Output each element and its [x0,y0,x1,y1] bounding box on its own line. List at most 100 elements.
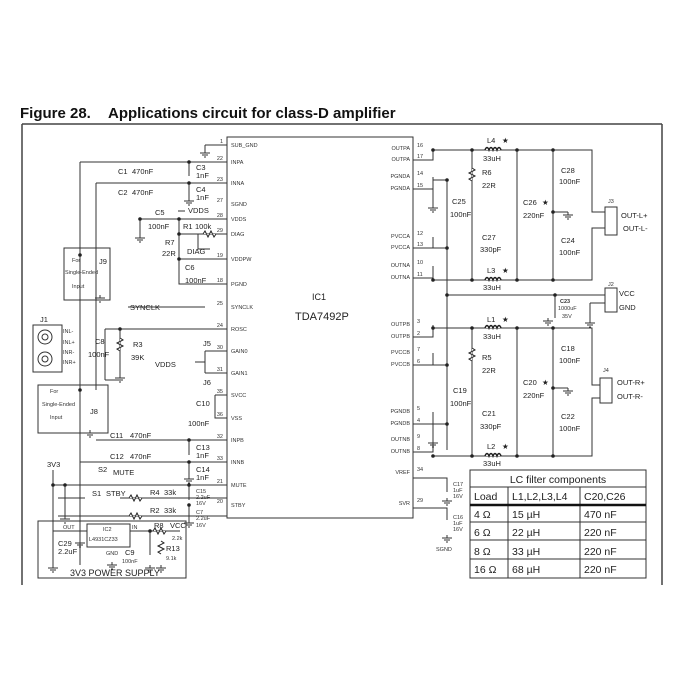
ic1-right-pin-name: OUTNA [391,263,411,269]
value-c18: 100nF [559,356,581,365]
ic1-left-pin-name: VSS [231,416,242,422]
rating-c16: 16V [453,527,463,533]
ic1-left-pin-name: GAIN1 [231,371,248,377]
ic1-left-pin-number: 20 [217,499,223,505]
label-c17: C17 [453,482,463,488]
label-l4: L4 [487,136,495,145]
label-c2: C2 [118,188,128,197]
label-gnd-ic2: GND [106,551,118,557]
ic1-left-pin-name: MUTE [231,483,247,489]
label-c24: C24 [561,236,575,245]
value-c3: 1nF [196,171,209,180]
ic1-right-pin-number: 34 [417,467,423,473]
value-c9: 100nF [122,559,138,565]
ground-icon [428,205,438,213]
label-s1[interactable]: S1 [92,489,101,498]
ic1-left-pin-name: SUB_GND [231,143,258,149]
ground-icon [115,375,125,383]
ground-icon [428,440,438,448]
ic1-right-pin-number: 29 [417,498,423,504]
ic1-right-pin-number: 17 [417,154,423,160]
ic1-right-pin-number: 12 [417,231,423,237]
ground-icon [135,235,145,243]
figure-title: Applications circuit for class-D amplifi… [108,105,396,122]
lc-table-cell: 22 µH [512,527,540,539]
input-jack-j1[interactable] [32,324,63,373]
ic1-left-pin-number: 18 [217,278,223,284]
lc-table-cell: 220 nF [584,527,617,539]
label-c5: C5 [155,208,165,217]
label-synclk: SYNCLK [130,303,160,312]
label-j5: J5 [203,339,211,348]
label-vdds: VDDS [188,206,209,215]
ic1-left-pin-number: 19 [217,253,223,259]
value-c11: 470nF [130,431,152,440]
ic1-left-pin-name: GAIN0 [231,349,248,355]
label-out-r-plus: OUT-R+ [617,378,645,387]
ic1-left-pin-name: SYNCLK [231,305,253,311]
lc-table-title: LC filter components [510,474,606,486]
ground-icon [184,520,194,528]
ic1-left-pin-name: STBY [231,503,246,509]
ground-symbols [48,146,595,573]
ic1-left-pin-number: 27 [217,198,223,204]
value-c10: 100nF [188,419,210,428]
value-c4: 1nF [196,193,209,202]
value-c17: 1uF [453,488,463,494]
value-r6: 22R [482,181,496,190]
label-c28: C28 [561,166,575,175]
value-r3: 39K [131,353,144,362]
lc-table-cell: 16 Ω [474,564,497,576]
lc-table-cell: 8 Ω [474,546,491,558]
label-r2: R2 [150,506,160,515]
label-c14: C14 [196,465,210,474]
resistor-icon [128,511,143,521]
connector-j2[interactable] [604,287,618,313]
ic1-left-pin-number: 36 [217,412,223,418]
label-r4: R4 [150,488,160,497]
lc-table-cell: 6 Ω [474,527,491,539]
ic1-right-pin-name: OUTPA [391,146,410,152]
star-l3: ★ [502,266,509,275]
label-vcc: VCC [619,289,635,298]
se-b-for: For [50,389,58,395]
single-ended-box-a [63,247,111,301]
value-c25: 100nF [450,210,472,219]
value-c7: 2.2uF [196,516,211,522]
rating-c7: 16V [196,523,206,529]
rating-c17: 16V [453,494,463,500]
label-l2: L2 [487,442,495,451]
connector-j3[interactable] [604,206,618,236]
label-out: OUT [63,525,75,531]
se-a-single: Single-Ended [65,270,98,276]
ic1-right-pin-number: 3 [417,319,420,325]
star-c26: ★ [542,198,549,207]
label-stby: STBY [106,489,126,498]
label-r6: R6 [482,168,492,177]
value-r7: 22R [162,249,176,258]
ic1-right-pin-number: 4 [417,418,420,424]
ic1-right-pin-name: SVR [399,501,410,507]
right-wiring [413,148,605,520]
single-ended-box-b [37,384,109,434]
ic1-left-pin-number: 23 [217,177,223,183]
ic1-right-pin-name: PGNDB [390,421,410,427]
ic1-left-pin-name: INPA [231,160,244,166]
label-c20: C20 [523,378,537,387]
label-mute: MUTE [113,468,134,477]
lc-table-header: L1,L2,L3,L4 [512,491,568,503]
part-ic2: L4931CZ33 [89,537,118,543]
j1-inl-plus: INL+ [63,340,75,346]
value-l1: 33uH [483,332,501,341]
value-r13: 9.1k [166,556,177,562]
label-s2[interactable]: S2 [98,465,107,474]
ic1-left-pin-number: 28 [217,213,223,219]
value-c8: 100nF [88,350,110,359]
ic1-right-pin-number: 16 [417,143,423,149]
connector-j4[interactable] [599,377,613,404]
ground-icon [95,295,105,303]
ic1-right-pin-name: PGNDA [390,174,410,180]
se-a-input: Input [72,284,85,290]
ic1-left-pin-number: 21 [217,479,223,485]
ground-icon [543,318,553,326]
